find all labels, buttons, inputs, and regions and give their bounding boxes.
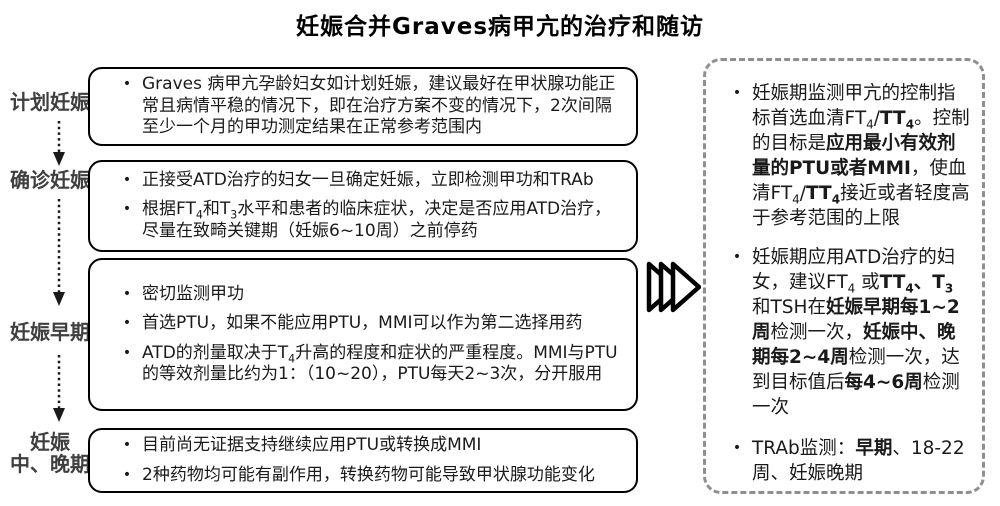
bullet-icon: •	[122, 437, 132, 453]
bullet-icon: •	[122, 466, 132, 483]
bullet-icon: •	[732, 249, 742, 265]
bullet-text: 2种药物均可能有副作用，转换药物可能导致甲状腺功能变化	[142, 464, 595, 485]
bullet-text: 妊娠期监测甲亢的控制指标首选血清FT4/TT4。控制的目标是应用最小有效剂量的P…	[752, 83, 970, 229]
dotted-down-arrow-icon	[53, 121, 65, 166]
triple-chevron-right-icon	[646, 261, 701, 313]
bullet-text: TRAb监测：早期、18-22周、妊娠晚期	[752, 438, 965, 484]
monitoring-panel: • 妊娠期监测甲亢的控制指标首选血清FT4/TT4。控制的目标是应用最小有效剂量…	[703, 58, 985, 494]
bullet-text: 目前尚无证据支持继续应用PTU或转换成MMI	[142, 435, 482, 455]
bullet-text: 密切监测甲功	[142, 283, 244, 304]
page-title: 妊娠合并Graves病甲亢的治疗和随访	[295, 14, 705, 40]
stage-label-line: 确诊妊娠	[10, 168, 90, 192]
bullet-item: • 妊娠期监测甲亢的控制指标首选血清FT4/TT4。控制的目标是应用最小有效剂量…	[730, 81, 970, 231]
bullet-item: • ATD的剂量取决于T4升高的程度和症状的严重程度。MMI与PTU的等效剂量比…	[120, 343, 626, 386]
bullet-icon: •	[122, 171, 132, 188]
bullet-icon: •	[122, 285, 132, 302]
bullet-item: • 首选PTU，如果不能应用PTU，MMI可以作为第二选择用药	[120, 313, 626, 335]
bullet-item: • 正接受ATD治疗的妇女一旦确定妊娠，立即检测甲功和TRAb	[120, 170, 626, 192]
bullet-item: • 妊娠期应用ATD治疗的妇女，建议FT4 或TT4、T3和TSH在妊娠早期每1…	[730, 245, 970, 420]
dotted-down-arrow-icon	[53, 199, 65, 306]
stage-label-plan-pregnancy: 计划妊娠	[2, 91, 98, 113]
bullet-icon: •	[732, 85, 742, 101]
bullet-text: 妊娠期应用ATD治疗的妇女，建议FT4 或TT4、T3和TSH在妊娠早期每1~2…	[752, 247, 960, 418]
bullet-item: • Graves 病甲亢孕龄妇女如计划妊娠，建议最好在甲状腺功能正常且病情平稳的…	[120, 74, 626, 139]
stage-label-line: 妊娠	[30, 430, 70, 454]
bullet-text: 根据FT4和T3水平和患者的临床症状，决定是否应用ATD治疗，尽量在致畸关键期（…	[142, 199, 612, 241]
stage-box-confirmed-pregnancy: • 正接受ATD治疗的妇女一旦确定妊娠，立即检测甲功和TRAb • 根据FT4和…	[88, 160, 638, 252]
stage-box-early-pregnancy: • 密切监测甲功 • 首选PTU，如果不能应用PTU，MMI可以作为第二选择用药…	[88, 258, 638, 411]
stage-label-line: 中、晚期	[10, 452, 90, 476]
stage-label-mid-late-pregnancy: 妊娠 中、晚期	[2, 431, 98, 475]
bullet-item: • 2种药物均可能有副作用，转换药物可能导致甲状腺功能变化	[120, 465, 626, 487]
bullet-item: • TRAb监测：早期、18-22周、妊娠晚期	[730, 436, 970, 486]
bullet-icon: •	[122, 201, 132, 218]
bullet-item: • 密切监测甲功	[120, 284, 626, 306]
bullet-text: 正接受ATD治疗的妇女一旦确定妊娠，立即检测甲功和TRAb	[142, 169, 594, 190]
bullet-icon: •	[122, 76, 132, 93]
bullet-text: ATD的剂量取决于T4升高的程度和症状的严重程度。MMI与PTU的等效剂量比约为…	[142, 342, 618, 385]
bullet-icon: •	[732, 440, 742, 456]
bullet-text: 首选PTU，如果不能应用PTU，MMI可以作为第二选择用药	[142, 313, 583, 333]
bullet-icon: •	[122, 344, 132, 361]
bullet-item: • 根据FT4和T3水平和患者的临床症状，决定是否应用ATD治疗，尽量在致畸关键…	[120, 199, 626, 242]
stage-label-line: 妊娠早期	[10, 320, 90, 344]
bullet-text: Graves 病甲亢孕龄妇女如计划妊娠，建议最好在甲状腺功能正常且病情平稳的情况…	[142, 74, 616, 138]
bullet-item: • 目前尚无证据支持继续应用PTU或转换成MMI	[120, 435, 626, 457]
stage-label-confirmed-pregnancy: 确诊妊娠	[2, 169, 98, 191]
stage-label-line: 计划妊娠	[10, 90, 90, 114]
dotted-down-arrow-icon	[53, 355, 65, 422]
stage-label-early-pregnancy: 妊娠早期	[2, 321, 98, 343]
bullet-icon: •	[122, 315, 132, 331]
stage-box-mid-late-pregnancy: • 目前尚无证据支持继续应用PTU或转换成MMI • 2种药物均可能有副作用，转…	[88, 428, 638, 493]
stage-box-plan-pregnancy: • Graves 病甲亢孕龄妇女如计划妊娠，建议最好在甲状腺功能正常且病情平稳的…	[88, 67, 638, 146]
